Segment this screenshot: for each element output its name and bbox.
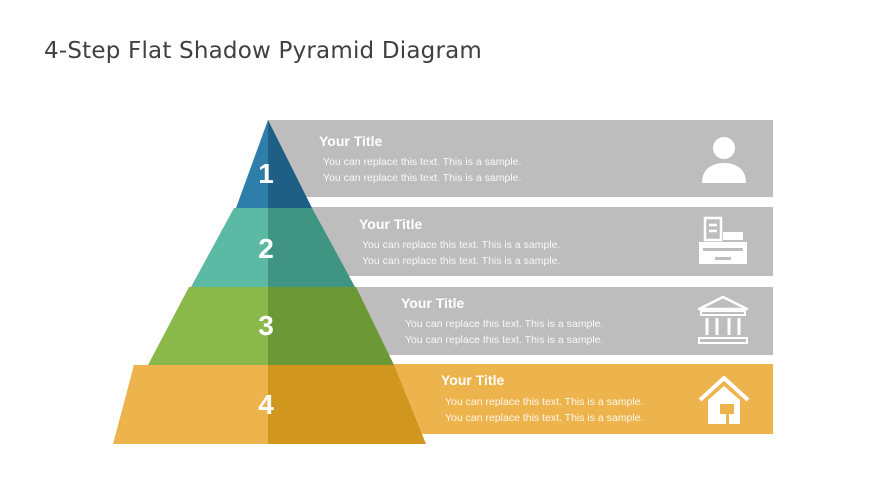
house-icon bbox=[698, 376, 750, 424]
slide-title: 4-Step Flat Shadow Pyramid Diagram bbox=[44, 38, 483, 64]
level-4-title: Your Title bbox=[441, 372, 505, 388]
pyramid-level-1 bbox=[236, 120, 312, 208]
level-2-text-line-2: You can replace this text. This is a sam… bbox=[362, 255, 561, 267]
level-2-band: Your Title You can replace this text. Th… bbox=[268, 207, 773, 276]
level-1-text-line-2: You can replace this text. This is a sam… bbox=[323, 172, 522, 184]
step-number-1: 1 bbox=[258, 158, 274, 189]
level-3-title: Your Title bbox=[401, 295, 465, 311]
step-number-4: 4 bbox=[258, 389, 274, 420]
pyramid-level-2 bbox=[191, 208, 355, 287]
pyramid-level-4 bbox=[113, 365, 426, 444]
user-icon bbox=[702, 137, 746, 183]
level-2-text-line-1: You can replace this text. This is a sam… bbox=[362, 239, 561, 251]
level-3-text-line-1: You can replace this text. This is a sam… bbox=[405, 318, 604, 330]
level-4-text-line-1: You can replace this text. This is a sam… bbox=[445, 396, 644, 408]
level-1-band: Your Title You can replace this text. Th… bbox=[268, 120, 773, 197]
bank-icon bbox=[697, 295, 749, 344]
level-1-text-line-1: You can replace this text. This is a sam… bbox=[323, 156, 522, 168]
level-1-title: Your Title bbox=[319, 133, 383, 149]
level-4-text-line-2: You can replace this text. This is a sam… bbox=[445, 412, 644, 424]
cash-register-icon bbox=[699, 216, 747, 264]
level-2-title: Your Title bbox=[359, 216, 423, 232]
level-3-text-line-2: You can replace this text. This is a sam… bbox=[405, 334, 604, 346]
step-number-2: 2 bbox=[258, 233, 274, 264]
pyramid-level-3 bbox=[148, 287, 394, 365]
step-number-3: 3 bbox=[258, 310, 274, 341]
